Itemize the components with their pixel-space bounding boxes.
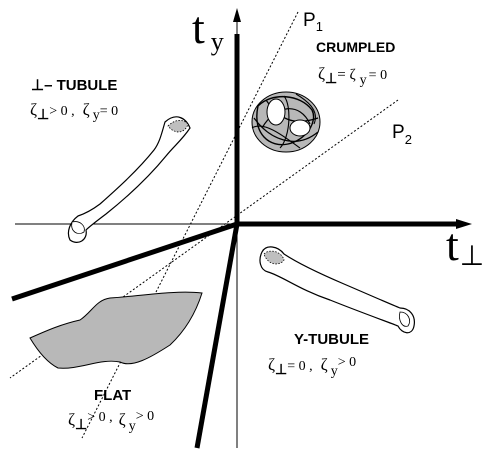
y-tubule-title: Y-TUBULE bbox=[294, 331, 369, 348]
y-axis-arrowhead bbox=[233, 8, 241, 22]
flat-membrane-sketch bbox=[29, 291, 203, 369]
crumpled-title: CRUMPLED bbox=[316, 39, 395, 55]
crumpled-sketch bbox=[251, 91, 321, 153]
perp-tubule-title: ⊥– TUBULE bbox=[31, 77, 117, 94]
flat-title: FLAT bbox=[94, 387, 131, 404]
x-axis-arrowhead bbox=[456, 219, 472, 229]
boundary-left bbox=[11, 221, 238, 302]
p2-label: P2 bbox=[392, 122, 412, 147]
x-axis-label: t⊥ bbox=[446, 219, 484, 272]
p1-label: P1 bbox=[303, 10, 323, 34]
boundary-lower bbox=[194, 223, 240, 449]
y-tubule-sketch bbox=[259, 246, 415, 334]
perp-tubule-sketch bbox=[67, 116, 191, 243]
